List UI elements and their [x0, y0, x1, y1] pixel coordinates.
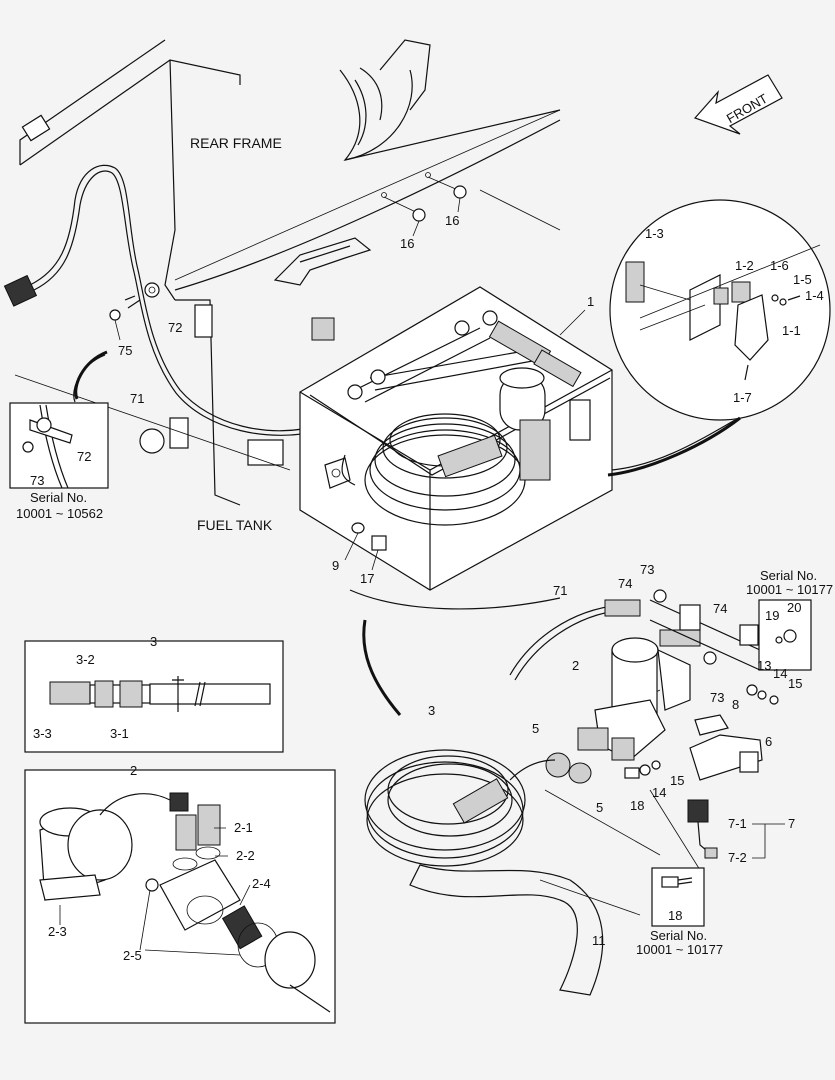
callout-3-2: 3-2: [76, 652, 95, 667]
callout-2-1: 2-1: [234, 820, 253, 835]
callout-1-3: 1-3: [645, 226, 664, 241]
callout-2-2: 2-2: [236, 848, 255, 863]
callout-17: 17: [360, 571, 374, 586]
callout-16-a: 16: [445, 213, 459, 228]
callout-box-18: 18: [668, 908, 682, 923]
callout-16-b: 16: [400, 236, 414, 251]
callout-6: 6: [765, 734, 772, 749]
callout-2-4: 2-4: [252, 876, 271, 891]
callout-8: 8: [732, 697, 739, 712]
wire-harness-71: [3, 164, 323, 436]
callout-3: 3: [428, 703, 435, 718]
callout-71: 71: [130, 391, 144, 406]
detail-box-18: [651, 867, 705, 927]
callout-11: 11: [592, 933, 606, 948]
callout-3-1: 3-1: [110, 726, 129, 741]
callout-20: 20: [787, 600, 801, 615]
callout-14-a: 14: [773, 666, 787, 681]
callout-1-4: 1-4: [805, 288, 824, 303]
callout-19: 19: [765, 608, 779, 623]
rear-frame-structure: [14, 39, 561, 506]
detail-callout-73: 73: [30, 473, 44, 488]
fuel-filter-assembly-1: [299, 286, 613, 591]
fuel-tank-label: FUEL TANK: [197, 517, 273, 533]
detail-callout-72: 72: [77, 449, 91, 464]
bolt-17: [371, 535, 387, 551]
fuel-pump-group: [364, 589, 779, 996]
callout-pump-73-a: 73: [640, 562, 654, 577]
callout-pump-74-b: 74: [713, 601, 727, 616]
callout-1: 1: [587, 294, 594, 309]
callout-15-b: 15: [670, 773, 684, 788]
callout-72: 72: [168, 320, 182, 335]
callout-1-1: 1-1: [782, 323, 801, 338]
callout-2-3: 2-3: [48, 924, 67, 939]
serial-bottom-right-line2: 10001 ~ 10177: [636, 942, 723, 957]
serial-top-right-line2: 10001 ~ 10177: [746, 582, 833, 597]
callout-pump-73-b: 73: [710, 690, 724, 705]
callout-1-6: 1-6: [770, 258, 789, 273]
serial-box-19-20: [758, 599, 812, 671]
callout-14-b: 14: [652, 785, 666, 800]
callout-13: 13: [757, 658, 771, 673]
washer-9: [351, 522, 365, 534]
serial-left-line2: 10001 ~ 10562: [16, 506, 103, 521]
bolt-16-group: [381, 172, 467, 237]
callout-2: 2: [572, 658, 579, 673]
callout-pump-74-a: 74: [618, 576, 632, 591]
serial-bottom-right-line1: Serial No.: [650, 928, 707, 943]
detail-circle-1: [607, 199, 831, 477]
callout-box-2: 2: [130, 763, 137, 778]
callout-pump-71: 71: [553, 583, 567, 598]
serial-left-line1: Serial No.: [30, 490, 87, 505]
serial-top-right-line1: Serial No.: [760, 568, 817, 583]
callout-1-5: 1-5: [793, 272, 812, 287]
front-arrow: FRONT: [693, 74, 783, 135]
detail-box-2: [24, 769, 336, 1024]
detail-box-3: [24, 640, 284, 753]
detail-72-box: [9, 350, 109, 489]
callout-7-1: 7-1: [728, 816, 747, 831]
callout-1-2: 1-2: [735, 258, 754, 273]
callout-1-7: 1-7: [733, 390, 752, 405]
callout-2-5: 2-5: [123, 948, 142, 963]
callout-9: 9: [332, 558, 339, 573]
callout-3-3: 3-3: [33, 726, 52, 741]
callout-7-2: 7-2: [728, 850, 747, 865]
callout-5-a: 5: [532, 721, 539, 736]
callout-15-a: 15: [788, 676, 802, 691]
rear-frame-label: REAR FRAME: [190, 135, 282, 151]
connector-arc-top: [349, 589, 561, 610]
callout-18: 18: [630, 798, 644, 813]
connector-arc-left: [362, 619, 402, 716]
callout-7: 7: [788, 816, 795, 831]
callout-box-3: 3: [150, 634, 157, 649]
callout-5-b: 5: [596, 800, 603, 815]
callout-75: 75: [118, 343, 132, 358]
